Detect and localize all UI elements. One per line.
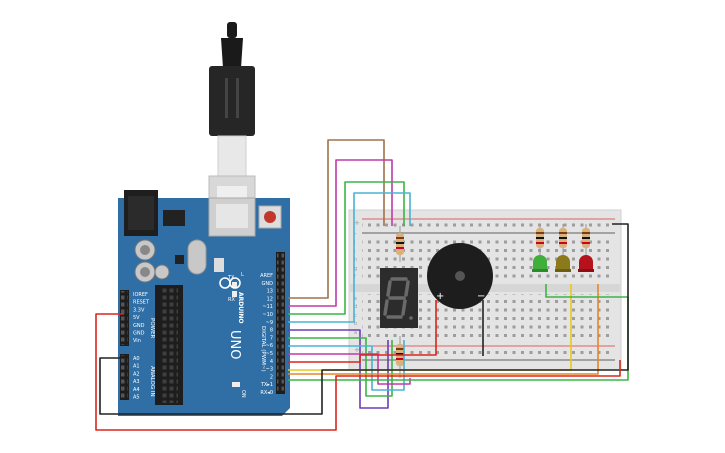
digital-pin-label: AREF	[260, 273, 273, 279]
buzzer-plus-label: +	[436, 291, 444, 302]
buzzer-minus-label: −	[477, 291, 485, 302]
wire-purple	[288, 329, 389, 409]
analog-pin-label: A1	[133, 364, 140, 370]
power-pin-label: IOREF	[133, 292, 148, 298]
rail-minus-label: -	[354, 230, 357, 238]
power-pin-label: Vin	[133, 338, 141, 344]
wires[interactable]	[95, 139, 629, 431]
digital-pin-label: TX▸1	[260, 382, 273, 388]
row-letter: g	[354, 266, 357, 272]
digital-pin-label: 8	[270, 328, 273, 334]
led-icon[interactable]	[578, 255, 594, 272]
power-pin-label: 5V	[133, 315, 140, 321]
resistor-icon[interactable]	[396, 226, 404, 262]
digital-pin-label: ~6	[266, 343, 273, 349]
resistor-icon[interactable]	[582, 224, 590, 256]
resistor-icon[interactable]	[559, 224, 567, 256]
digital-header-label: DIGITAL (PWM~)	[260, 326, 266, 372]
wire-red-5v	[95, 313, 621, 431]
analog-pin-label: A4	[133, 387, 140, 393]
row-letter: f	[354, 274, 356, 280]
row-letter: a	[354, 330, 357, 336]
power-pin-label: GND	[133, 323, 145, 329]
digital-pin-label: 4	[270, 359, 273, 365]
wire-red-buzzer	[288, 300, 437, 363]
arduino-uno-board[interactable]: L TX RX ON ARDUINO UNO DIGITAL (PWM~) PO…	[118, 190, 290, 416]
wire-green-2	[288, 337, 393, 397]
model-label: UNO	[227, 330, 242, 359]
digital-pin-label: ~5	[266, 351, 273, 357]
arduino-logo-icon	[219, 277, 241, 289]
digital-pin-label: 2	[270, 374, 273, 380]
usb-cable-icon[interactable]	[208, 22, 256, 211]
wire-black-gnd	[99, 223, 629, 415]
led-rx-label: RX	[228, 297, 235, 303]
buzzer-icon[interactable]: + −	[427, 243, 493, 309]
reset-button[interactable]	[264, 211, 276, 223]
digital-pin-label: 7	[270, 335, 273, 341]
led-tx-label: TX	[227, 275, 235, 281]
rail-plus-label: +	[354, 219, 360, 227]
wire-cyan	[288, 192, 411, 323]
wire-green	[288, 181, 405, 315]
wire-magenta-2	[288, 353, 411, 385]
on-label: ON	[240, 390, 246, 398]
analog-pin-label: A0	[133, 356, 140, 362]
digital-pin-label: 12	[267, 296, 273, 302]
row-letter: e	[354, 296, 357, 302]
row-letter: d	[354, 304, 357, 310]
led-l-label: L	[241, 272, 244, 278]
power-pin-label: RESET	[133, 300, 150, 306]
led-icon[interactable]	[532, 255, 548, 272]
power-pin-label: 3.3V	[133, 307, 145, 313]
wire-orange	[288, 284, 599, 375]
digital-pin-label: ~11	[262, 304, 273, 310]
rail-plus-label-bottom: +	[354, 346, 360, 354]
digital-pin-label: ~10	[262, 312, 273, 318]
analog-pin-label: A3	[133, 379, 140, 385]
digital-pin-label: GND	[262, 281, 274, 287]
resistor-icon[interactable]	[536, 224, 544, 256]
brand-label: ARDUINO	[237, 292, 244, 323]
row-letter: c	[354, 313, 357, 319]
led-icon[interactable]	[555, 255, 571, 272]
row-letter: h	[354, 257, 357, 263]
digital-pin-label: ~9	[266, 320, 273, 326]
digital-pin-label: 13	[267, 289, 273, 295]
analog-header-label: ANALOG IN	[149, 366, 155, 397]
digital-pin-label: RX◂0	[260, 390, 273, 396]
row-letter: b	[354, 321, 357, 327]
power-header-label: POWER	[149, 318, 155, 339]
power-pin-label: GND	[133, 331, 145, 337]
digital-pin-label: ~3	[266, 367, 273, 373]
analog-pin-label: A5	[133, 395, 140, 401]
analog-pin-label: A2	[133, 371, 140, 377]
seven-segment-icon[interactable]	[380, 268, 418, 328]
capacitors	[134, 239, 170, 283]
wire-brown	[288, 139, 385, 299]
